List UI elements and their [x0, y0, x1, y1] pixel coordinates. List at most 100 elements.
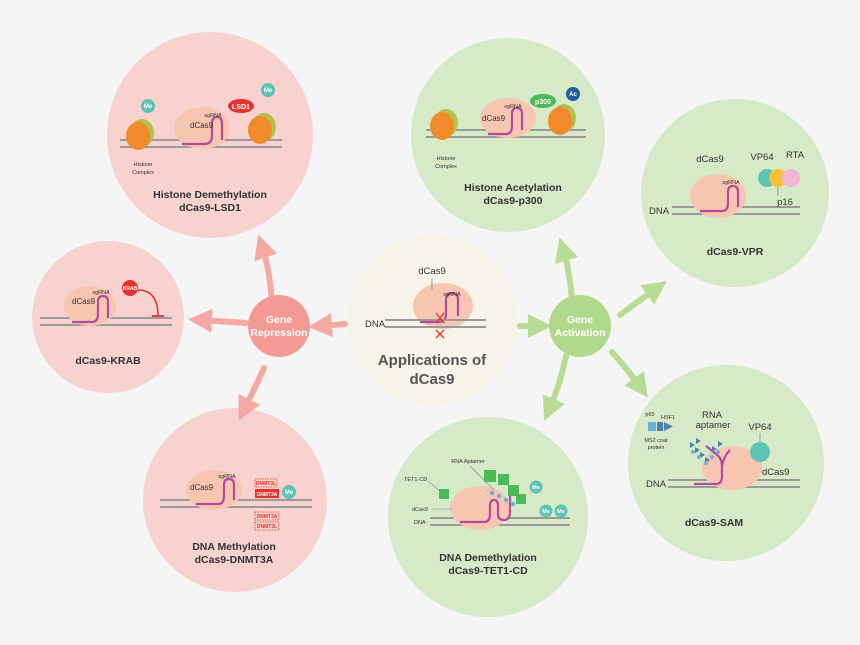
aptamer-dot [510, 501, 516, 507]
panel-tet1: Me Me Me TET1-CD RNA Aptamer dCas9 DNA D… [404, 459, 570, 577]
tet1-cd-box-3 [508, 485, 519, 496]
sam-p65-label: p65 [645, 412, 654, 418]
sam-ms2-line2: protein [648, 445, 665, 451]
tet1-title-line2: dCas9-TET1-CD [448, 565, 528, 577]
dnmt3a-methyl-label: Me [285, 490, 294, 496]
ms2-triangle [700, 452, 705, 458]
arrow-activation-to-tet1 [542, 353, 569, 421]
panel-lsd1: LSD1 Me Me dCas9 sgRNA Histone Complex H… [120, 83, 282, 214]
dnmt3l-bottom-box [254, 521, 280, 531]
tet1-cd-box-1 [484, 470, 496, 482]
tet1-sgrna-aptamer [460, 494, 512, 524]
dnmt3a-bottom-box [254, 511, 280, 521]
dnmt3a-main-box [255, 489, 279, 498]
p300-title-line1: Histone Acetylation [464, 182, 562, 194]
dnmt3a-title-line1: DNA Methylation [192, 541, 276, 553]
panel-vpr: VP64 RTA p16 dCas9 sgRNA DNA dCas9-VPR [649, 150, 805, 258]
aptamer-dot [503, 497, 509, 503]
arrow-repression-to-krab [188, 308, 249, 333]
repression-hub-line1: Gene [266, 314, 292, 326]
lsd1-histone-line1: Histone [134, 162, 153, 168]
center-dna-label: DNA [365, 319, 386, 330]
p300-sgrna-label: sgRNA [504, 104, 522, 110]
krab-repression-line [137, 289, 159, 317]
ms2-triangle [696, 438, 701, 444]
vpr-p16-label: p16 [777, 197, 793, 208]
tet1-methyl-mid [539, 504, 553, 518]
p300-effector [530, 94, 556, 108]
sam-vp64-domain [750, 442, 770, 462]
vpr-dcas9-label: dCas9 [696, 154, 723, 165]
arrow-repression-to-dnmt3a [238, 365, 267, 421]
dnmt3l-top-label: DNMT3L [256, 481, 276, 487]
p300-sgrna [488, 106, 524, 136]
sam-ms2-triangles [690, 438, 723, 463]
tet1-label-leader [427, 480, 441, 492]
vpr-dna-label: DNA [649, 206, 670, 217]
p300-effector-label: p300 [535, 99, 551, 106]
p300-histone-right [548, 107, 572, 135]
sam-sgrna-aptamer [694, 445, 731, 486]
lsd1-methyl-right [261, 83, 275, 97]
aptamer-dot [710, 455, 714, 459]
panel-p300: p300 Ac dCas9 sgRNA Histone Complex Hist… [426, 87, 586, 207]
ms2-triangle [695, 447, 700, 453]
repression-hub-line2: Repression [250, 327, 307, 339]
p300-histone-line2: Complex [435, 164, 457, 170]
dnmt3a-title-line2: dCas9-DNMT3A [195, 554, 274, 566]
center-cut-site-mark [435, 312, 445, 339]
lsd1-effector [228, 99, 254, 113]
lsd1-title-line2: dCas9-LSD1 [179, 202, 241, 214]
tet1-cd-left-box [439, 489, 449, 499]
tet1-aptamer-dots [489, 490, 516, 507]
aptamer-dot [489, 490, 495, 496]
sam-aptamer-line1: RNA [702, 410, 723, 421]
vpr-title: dCas9-VPR [707, 246, 764, 258]
aptamer-dot [496, 493, 502, 499]
activation-arrows [517, 237, 667, 421]
dnmt3a-dcas9-label: dCas9 [190, 483, 214, 492]
tet1-dna-label: DNA [414, 520, 426, 526]
sam-vp64-label: VP64 [748, 422, 771, 433]
p300-histone-left [430, 112, 454, 140]
lsd1-dcas9-label: dCas9 [190, 121, 214, 130]
dnmt3a-bottom-label: DNMT3A [257, 514, 278, 520]
center-illustration: dCas9 sgRNA DNA Applications of dCas9 [365, 266, 487, 388]
p65-box [648, 422, 656, 431]
aptamer-dot [716, 450, 720, 454]
sam-hsf1-label: HSF1 [661, 415, 675, 421]
lsd1-methyl-left [141, 99, 155, 113]
p300-acetyl-label: Ac [569, 92, 577, 98]
tet1-methyl-mid-label: Me [542, 509, 550, 515]
activation-hub-line2: Activation [555, 327, 606, 339]
aptamer-dot [697, 455, 701, 459]
panel-sam: p65 HSF1 MS2 coat protein RNA aptamer VP… [644, 410, 800, 529]
dnmt3a-methyl [282, 485, 296, 499]
tet1-title-line1: DNA Demethylation [439, 552, 537, 564]
aptamer-dot [691, 450, 695, 454]
lsd1-methyl-right-label: Me [264, 88, 273, 94]
ms2-triangle [690, 442, 695, 448]
lsd1-histone-left [126, 122, 150, 150]
sam-dna-label: DNA [646, 479, 667, 490]
tet1-aptamer-label: RNA Aptamer [451, 459, 484, 465]
sam-dcas9-blob [702, 446, 762, 490]
tet1-dcas9-label: dCas9 [412, 507, 428, 513]
tet1-dcas9-blob [450, 486, 510, 530]
lsd1-methyl-left-label: Me [144, 104, 153, 110]
krab-dcas9-label: dCas9 [72, 297, 96, 306]
tet1-aptamer-leader [469, 465, 495, 491]
tet1-methyl-right [554, 504, 568, 518]
panel-dnmt3a: DNMT3L DNMT3A DNMT3A DNMT3L Me dCas9 sgR… [160, 470, 312, 566]
sam-dcas9-label: dCas9 [762, 467, 789, 478]
activation-hub-circle [549, 295, 611, 357]
arrow-repression-to-lsd1 [254, 234, 278, 306]
sam-aptamer-dots [691, 450, 720, 465]
sam-aptamer-line2: aptamer [696, 420, 731, 431]
lsd1-histone-line2: Complex [132, 170, 154, 176]
tet1-methyl-top [529, 480, 543, 494]
tet1-cd-label: TET1-CD [404, 477, 427, 483]
sam-legend-icon [648, 422, 673, 431]
